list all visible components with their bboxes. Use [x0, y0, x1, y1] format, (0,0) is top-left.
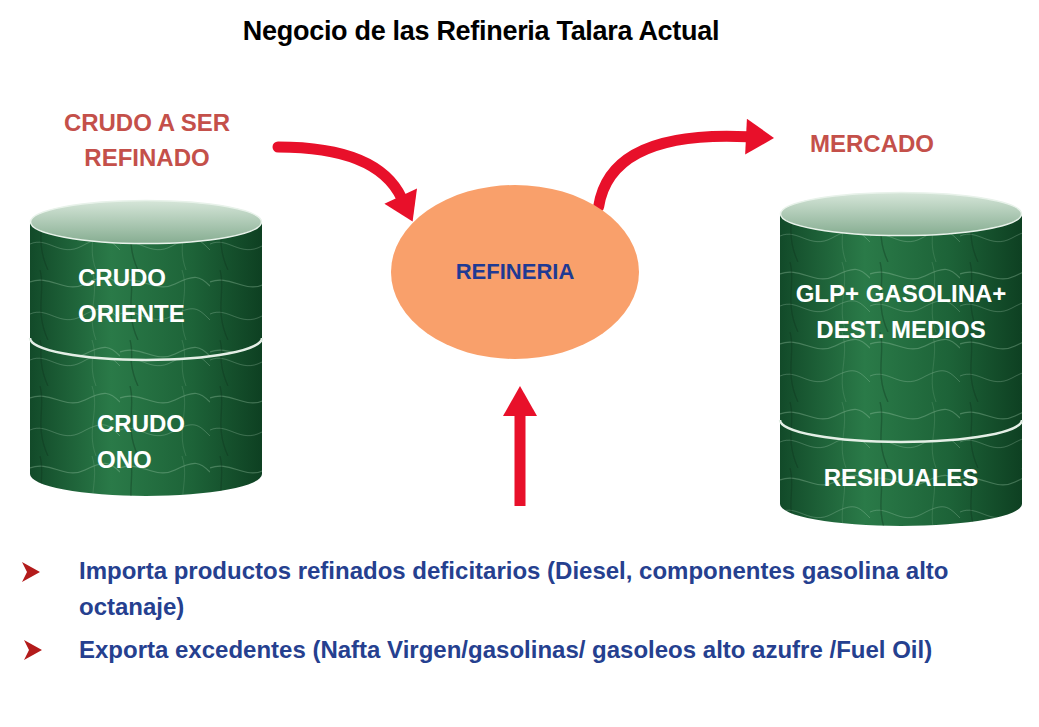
flow-arrow [599, 119, 774, 207]
tank-cap [31, 201, 262, 244]
tank-cap [781, 193, 1022, 236]
tank-section: RESIDUALES [780, 398, 1022, 526]
tank-section: GLP+ GASOLINA+ DEST. MEDIOS [780, 192, 1022, 442]
process-ellipse: REFINERIA [390, 184, 640, 360]
bullet-marker [22, 562, 40, 582]
input-arrow-shaft [515, 414, 526, 506]
tank-texture [780, 420, 1022, 526]
group-heading: CRUDO A SER REFINADO [18, 105, 276, 175]
input-arrow-head [503, 386, 537, 416]
node-label: CRUDO ORIENTE [78, 260, 228, 332]
refinery-ellipse [391, 185, 639, 359]
tank-group: CRUDO A SER REFINADO CRUDO ORIENTE CRUDO O… [18, 105, 276, 505]
bullet-note: Importa productos refinados deficitarios… [79, 553, 1019, 625]
tank-section: CRUDO ORIENTE [30, 200, 262, 360]
tank-divider [30, 338, 262, 360]
flow-arrow [278, 147, 417, 222]
node-label: REFINERIA [390, 258, 640, 286]
node-label: RESIDUALES [780, 460, 1022, 496]
tank-body [780, 420, 1022, 526]
cylbot-outline [780, 398, 1022, 526]
arrow-head [745, 119, 774, 155]
node-label: GLP+ GASOLINA+ DEST. MEDIOS [780, 276, 1022, 348]
arrow-shaft [599, 136, 748, 206]
arrow-shaft [278, 147, 402, 198]
arrow-head [384, 189, 417, 222]
tank-body [780, 214, 1022, 442]
group-heading: MERCADO [810, 126, 1010, 161]
diagram-title: Negocio de las Refineria Talara Actual [0, 16, 962, 47]
tank-divider [780, 420, 1022, 442]
bullet-marker [24, 640, 42, 660]
tank-body [30, 338, 262, 496]
tank-group: MERCADO GLP+ GASOLINA+ DEST. MEDIOS RESIDU… [776, 122, 1026, 527]
tank-texture [30, 338, 262, 496]
tank-texture [780, 214, 1022, 442]
tank-section: CRUDO ONO [30, 316, 262, 496]
node-label: CRUDO ONO [97, 406, 227, 478]
bullet-note: Exporta excedentes (Nafta Virgen/gasolin… [79, 632, 1019, 668]
